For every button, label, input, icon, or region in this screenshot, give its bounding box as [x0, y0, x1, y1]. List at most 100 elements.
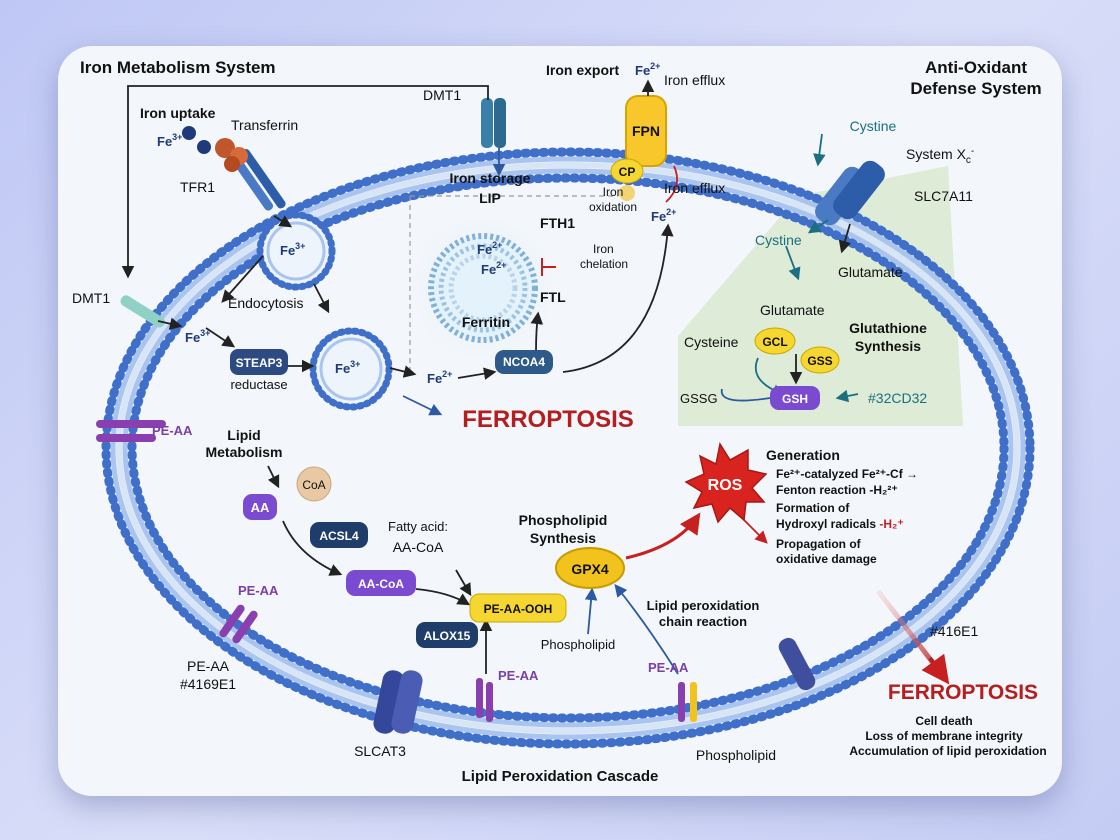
phospholipid-label-2: Phospholipid	[696, 747, 776, 763]
ferroptosis-diagram: Iron Metabolism System Anti-Oxidant Defe…	[72, 58, 1047, 785]
phospholipid-synthesis-label-1: Phospholipid	[519, 512, 608, 528]
pe-aa-lipid-bottom-right	[678, 682, 697, 722]
ferroptosis-center-label: FERROPTOSIS	[462, 406, 634, 433]
gssg-label: GSSG	[680, 391, 718, 406]
iron-efflux-label-2: Iron efflux	[664, 180, 725, 196]
cp-ion	[619, 185, 635, 201]
ncoa4-box	[495, 350, 553, 374]
fe2-label-export: Fe2+	[635, 61, 660, 78]
fe3-label-dmt1: Fe3+	[185, 328, 210, 345]
fatty-acid-label-2: AA-CoA	[393, 539, 444, 555]
slc7a11-label: SLC7A11	[914, 188, 973, 204]
ros-generation-label: Generation	[766, 447, 840, 463]
ros-label: ROS	[708, 477, 743, 494]
transferrin-complex	[215, 138, 248, 172]
gss-ellipse	[800, 346, 840, 374]
ncoa4-label: NCOA4	[503, 355, 545, 369]
endocytosis-label: Endocytosis	[228, 295, 303, 311]
fe2-label-efflux: Fe2+	[651, 207, 676, 224]
antioxidant-title-line1: Anti-Oxidant	[925, 58, 1027, 77]
pe-aa-label-2: PE-AA	[238, 583, 279, 598]
gsh-synthesis-label-2: Synthesis	[855, 338, 921, 354]
ros-line4: Hydroxyl radicals -H₂⁺	[776, 517, 904, 531]
phospholipid-synthesis-label-2: Synthesis	[530, 530, 596, 546]
ferritin-label: Ferritin	[462, 314, 510, 330]
pe-aa-label-1: PE-AA	[152, 423, 193, 438]
ferroptosis-outcome-title: FERROPTOSIS	[888, 681, 1038, 704]
acsl4-box	[310, 522, 368, 548]
fpn-label: FPN	[632, 123, 660, 139]
gsh-box	[770, 386, 820, 410]
gpx4-label: GPX4	[571, 561, 609, 577]
transferrin-label: Transferrin	[231, 117, 298, 133]
green-hex-label: #32CD32	[868, 390, 927, 406]
gpx4-ellipse	[555, 547, 625, 589]
lipid-cascade-title: Lipid Peroxidation Cascade	[462, 768, 659, 785]
chelation-label-2: chelation	[580, 257, 628, 271]
aa-coa-box	[346, 570, 416, 596]
reductase-label: reductase	[230, 377, 287, 392]
slcat3-label: SLCAT3	[354, 743, 406, 759]
chelation-label-1: Iron	[593, 242, 614, 256]
outcome-line3: Accumulation of lipid peroxidation	[849, 744, 1046, 758]
pe-aa-lipid-bottom	[476, 678, 493, 722]
steap3-box	[230, 349, 288, 375]
pathway-arrows	[121, 79, 950, 685]
endosome-vesicle-2	[309, 327, 393, 411]
iron-efflux-label-1: Iron efflux	[664, 72, 725, 88]
fe2-label-lip-1: Fe2+	[477, 240, 502, 257]
iron-storage-label: Iron storage	[450, 170, 531, 186]
antioxidant-title-line2: Defense System	[910, 79, 1041, 98]
slcat3-channel	[373, 670, 423, 734]
ros-line6: oxidative damage	[776, 552, 877, 566]
tfr1-receptor	[229, 149, 286, 211]
iron-oxidation-label-1: Iron	[603, 185, 624, 199]
pe-aa-label-5: PE-AA	[648, 660, 689, 675]
acsl4-label: ACSL4	[319, 529, 359, 543]
lipid-metabolism-label-2: Metabolism	[205, 444, 282, 460]
fe2-label-lip-2: Fe2+	[481, 260, 506, 277]
iron-metabolism-title: Iron Metabolism System	[80, 58, 276, 77]
ros-hex-label: #416E1	[930, 623, 978, 639]
pe-aa-ooh-box	[469, 593, 567, 623]
slc7a11-transporter	[815, 160, 885, 226]
fth1-label: FTH1	[540, 215, 575, 231]
gcl-label: GCL	[762, 335, 787, 349]
gsh-synthesis-label-1: Glutathione	[849, 320, 927, 336]
chelation-inhibit	[541, 258, 556, 276]
cell-membrane	[101, 147, 1035, 749]
iron-oxidation-label-2: oxidation	[589, 200, 637, 214]
steap3-label: STEAP3	[236, 356, 283, 370]
fe3-label-uptake: Fe3+	[157, 132, 182, 149]
fe2-label-cytosol: Fe2+	[427, 369, 452, 386]
ros-line5: Propagation of	[776, 537, 862, 551]
glutamate-label-2: Glutamate	[760, 302, 825, 318]
aa-box	[243, 494, 277, 520]
cysteine-label: Cysteine	[684, 334, 739, 350]
ftl-label: FTL	[540, 289, 566, 305]
aa-coa-label: AA-CoA	[358, 577, 404, 591]
cp-ellipse	[610, 158, 644, 184]
lip-label: LIP	[479, 190, 501, 206]
tfr1-label: TFR1	[180, 179, 215, 195]
alox15-box	[416, 622, 478, 648]
pe-aa-hex-label: #4169E1	[180, 676, 236, 692]
iron-uptake-label: Iron uptake	[140, 105, 216, 121]
lipid-metabolism-label-1: Lipid	[227, 427, 260, 443]
dmt1-channel-top	[481, 98, 506, 148]
ros-line1: Fe²⁺-catalyzed Fe²⁺-Cf →	[776, 467, 918, 481]
ros-burst	[684, 442, 768, 524]
chain-reaction-label-1: Lipid peroxidation	[647, 598, 760, 613]
fatty-acid-label-1: Fatty acid:	[388, 519, 448, 534]
fe3-ions	[182, 126, 211, 154]
pe-aa-lipid-left	[96, 420, 166, 442]
gss-label: GSS	[807, 354, 832, 368]
coa-circle	[296, 466, 332, 502]
cystine-out-label: Cystine	[850, 118, 897, 134]
phospholipid-label-1: Phospholipid	[541, 637, 615, 652]
cystine-in-label: Cystine	[755, 232, 802, 248]
system-xc-label: System Xc-	[906, 146, 974, 166]
coa-label: CoA	[302, 478, 325, 492]
fe3-label-vesicle: Fe3+	[280, 241, 305, 258]
ferritin-sphere	[411, 216, 555, 360]
